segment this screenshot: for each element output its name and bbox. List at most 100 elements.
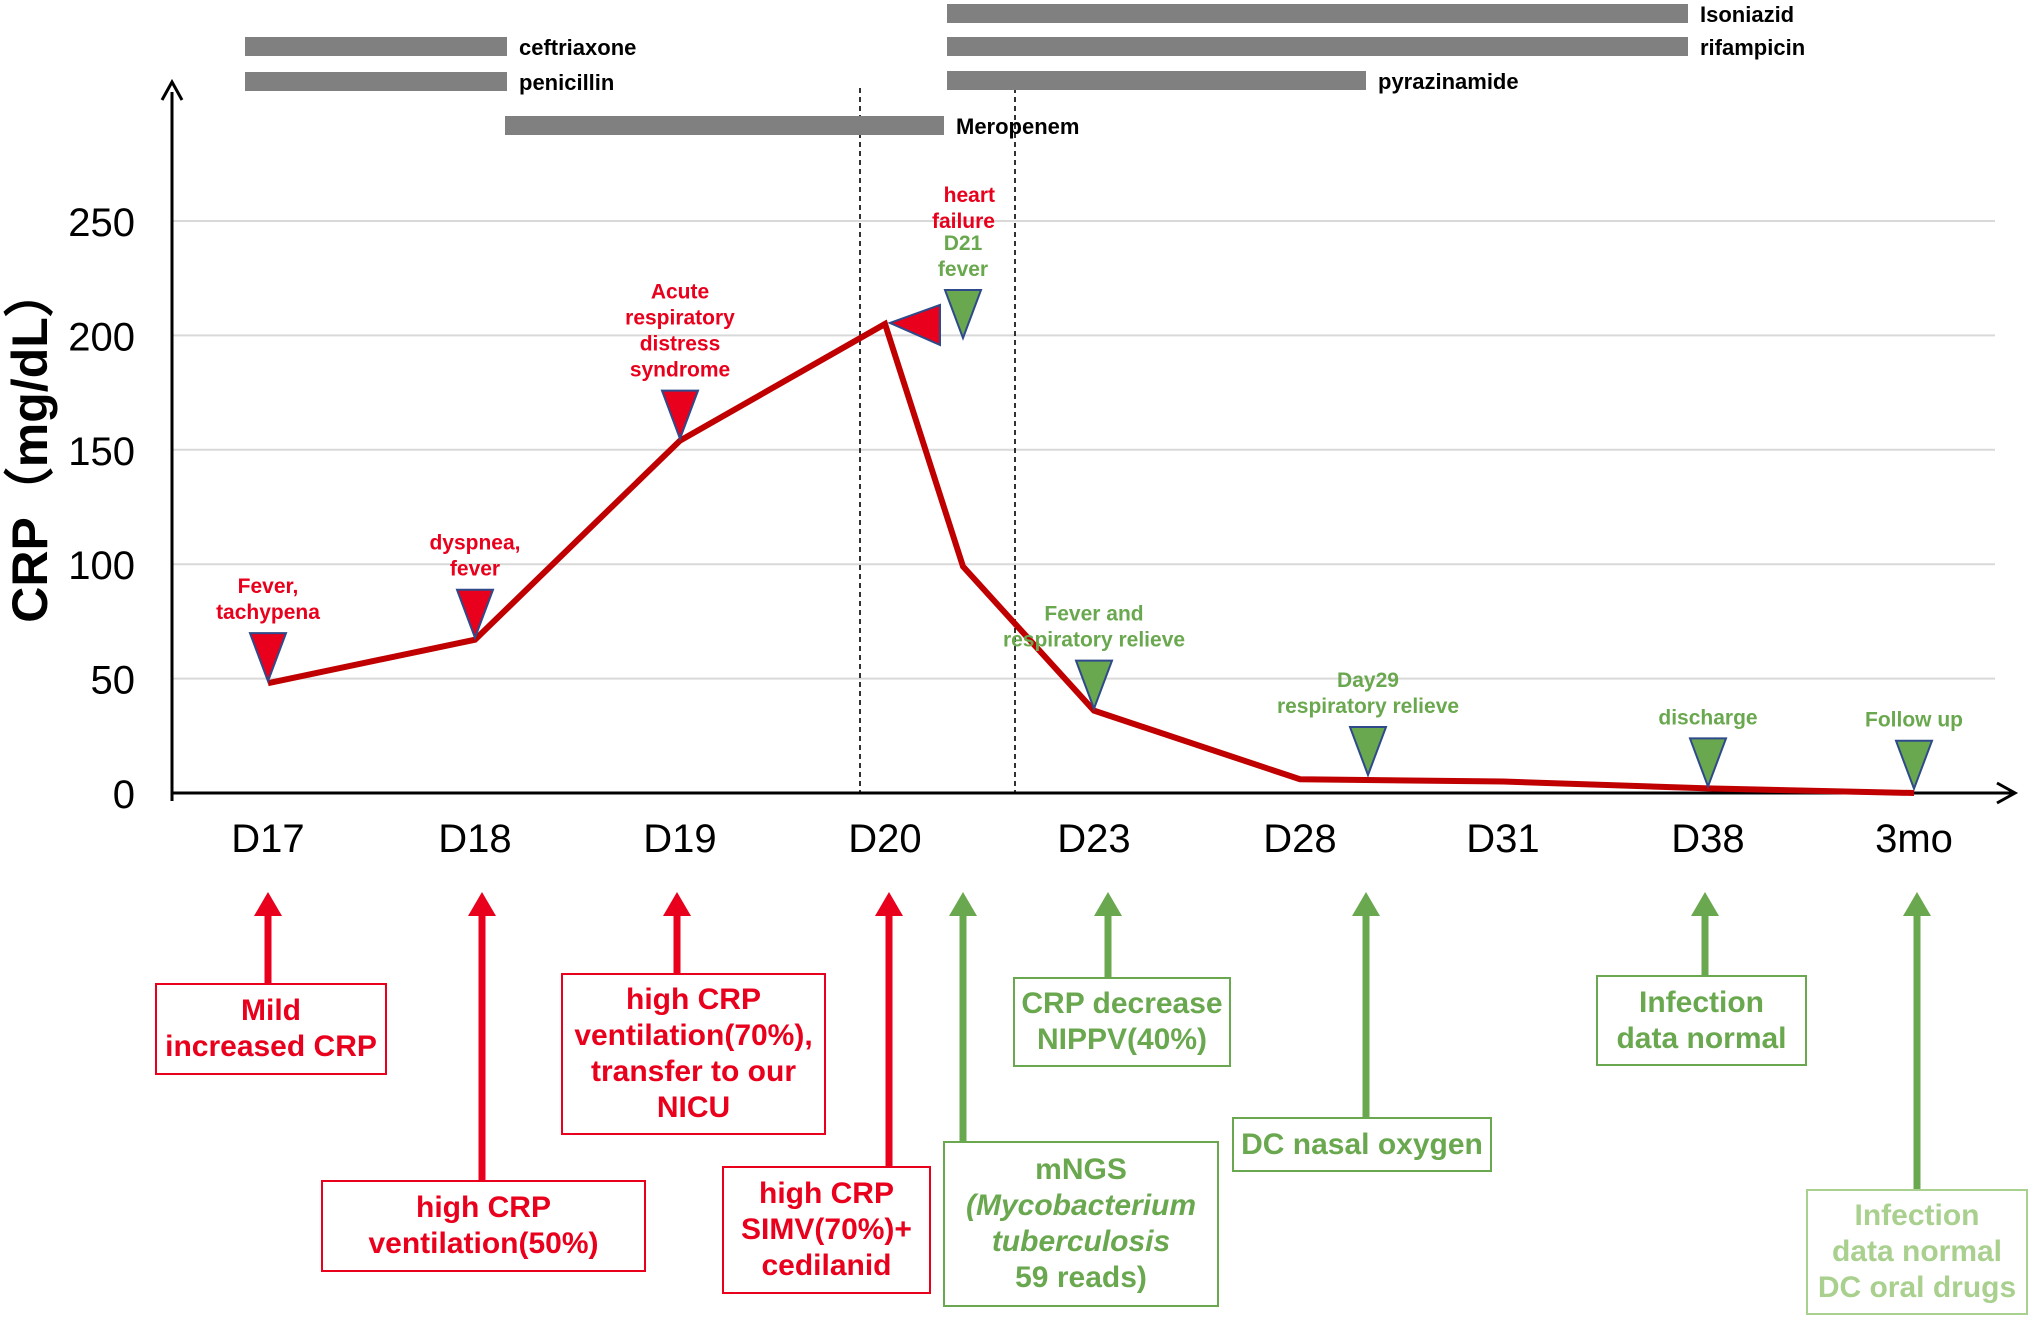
event-label: failure [932, 210, 995, 233]
event-label: dyspnea, [429, 532, 520, 555]
drug-bar [947, 4, 1688, 23]
event-label: D21 [944, 232, 983, 255]
event-label: discharge [1658, 706, 1757, 729]
annotation-box-line: high CRP [759, 1177, 894, 1210]
x-tick-label: D17 [231, 817, 304, 861]
event-marker-triangle [1348, 725, 1388, 778]
annotation-box-line: high CRP [416, 1191, 551, 1224]
annotation-box-line: DC nasal oxygen [1241, 1127, 1483, 1161]
event-label: distress [640, 333, 721, 356]
annotation-arrowhead [1094, 892, 1122, 916]
annotation-box-line: CRP decrease [1021, 987, 1223, 1020]
x-tick-label: D18 [438, 817, 511, 861]
annotation-arrowhead [254, 892, 282, 916]
annotation-box-line: (Mycobacterium [965, 1189, 1197, 1222]
event-label: Follow up [1865, 709, 1963, 732]
annotation-box-line: SIMV(70%)+ [741, 1213, 912, 1246]
x-tick-label: D23 [1057, 817, 1130, 861]
annotation-box-d28: DC nasal oxygen [1232, 1117, 1492, 1172]
drug-label: penicillin [519, 70, 614, 95]
event-label: Day29 [1337, 669, 1399, 692]
annotation-box-line: increased CRP [165, 1030, 377, 1063]
y-tick-label: 250 [68, 201, 135, 245]
annotation-box-line: ventilation(70%), [574, 1019, 813, 1052]
x-tick-label: D28 [1263, 817, 1336, 861]
annotation-box-line: cedilanid [761, 1249, 892, 1282]
event-label: respiratory [625, 307, 735, 330]
y-tick-label: 150 [68, 430, 135, 474]
annotation-box-line: Infection [1639, 985, 1764, 1019]
annotation-box-line: NICU [656, 1091, 731, 1124]
x-tick-label: D19 [643, 817, 716, 861]
drug-label: pyrazinamide [1378, 69, 1519, 94]
x-tick-label: D31 [1466, 817, 1539, 861]
annotation-box-line: DC oral drugs [1817, 1271, 2017, 1304]
x-tick-label: D38 [1671, 817, 1744, 861]
event-label: fever [938, 258, 988, 281]
event-label: respiratory relieve [1277, 695, 1459, 718]
annotation-arrows [254, 892, 1931, 1189]
annotation-arrowhead [949, 892, 977, 916]
drug-bar [245, 37, 507, 56]
annotation-box-line: NIPPV(40%) [1036, 1023, 1208, 1056]
event-marker-triangle [660, 389, 700, 442]
annotation-box-line: mNGS [1035, 1153, 1127, 1186]
annotation-box-line: transfer to our [590, 1055, 797, 1088]
drug-bar [245, 72, 507, 91]
y-tick-label: 200 [68, 315, 135, 359]
drug-label: rifampicin [1700, 35, 1805, 60]
annotation-arrowhead [875, 892, 903, 916]
crp-series [267, 319, 1915, 796]
vertical-lines [859, 88, 1016, 793]
annotation-box-line: tuberculosis [991, 1225, 1171, 1258]
event-marker-triangle [943, 289, 983, 341]
x-axis-arrowhead [1996, 781, 2019, 805]
event-label: tachypena [216, 601, 320, 624]
annotation-arrowhead [1903, 892, 1931, 916]
event-marker-triangle [1894, 739, 1934, 792]
annotation-box-line: ventilation(50%) [368, 1227, 599, 1260]
annotation-arrowhead [1691, 892, 1719, 916]
drug-label: Meropenem [956, 114, 1079, 139]
event-label: syndrome [630, 359, 730, 382]
annotation-box-line: high CRP [626, 983, 761, 1016]
annotation-box-line: data normal [1831, 1235, 2003, 1268]
event-marker-triangle [1074, 659, 1114, 712]
annotation-arrowhead [663, 892, 691, 916]
drug-label: Isoniazid [1700, 2, 1794, 27]
event-label: heart [944, 184, 995, 207]
event-label: Fever, [238, 575, 299, 598]
y-tick-label: 100 [68, 544, 135, 588]
event-markers: Fever,tachypenadyspnea,feverAcuterespira… [216, 184, 1963, 792]
event-marker-triangle [1688, 737, 1728, 790]
drug-label: ceftriaxone [519, 35, 636, 60]
y-tick-label: 50 [91, 659, 136, 703]
annotation-arrowhead [468, 892, 496, 916]
event-label: Fever and [1044, 603, 1143, 626]
annotation-arrowhead [1352, 892, 1380, 916]
x-tick-label: D20 [848, 817, 921, 861]
drug-bar [505, 116, 944, 135]
annotation-box-line: Mild [241, 994, 301, 1027]
y-axis-label: CRP（mg/dL） [2, 267, 58, 623]
event-label: respiratory relieve [1003, 629, 1185, 652]
axes: D17 D18 D19 D20 D23 D28 D31 D38 3mo [160, 78, 2019, 861]
event-label: fever [450, 558, 500, 581]
x-tick-label: 3mo [1875, 817, 1953, 861]
drug-bar [947, 71, 1366, 90]
event-marker-triangle [248, 632, 288, 685]
annotation-box-line: data normal [1616, 1021, 1787, 1055]
drug-bar [947, 37, 1688, 56]
event-label: Acute [651, 281, 709, 304]
crp-line [267, 319, 1915, 796]
annotation-box-line: Infection [1854, 1199, 1980, 1232]
